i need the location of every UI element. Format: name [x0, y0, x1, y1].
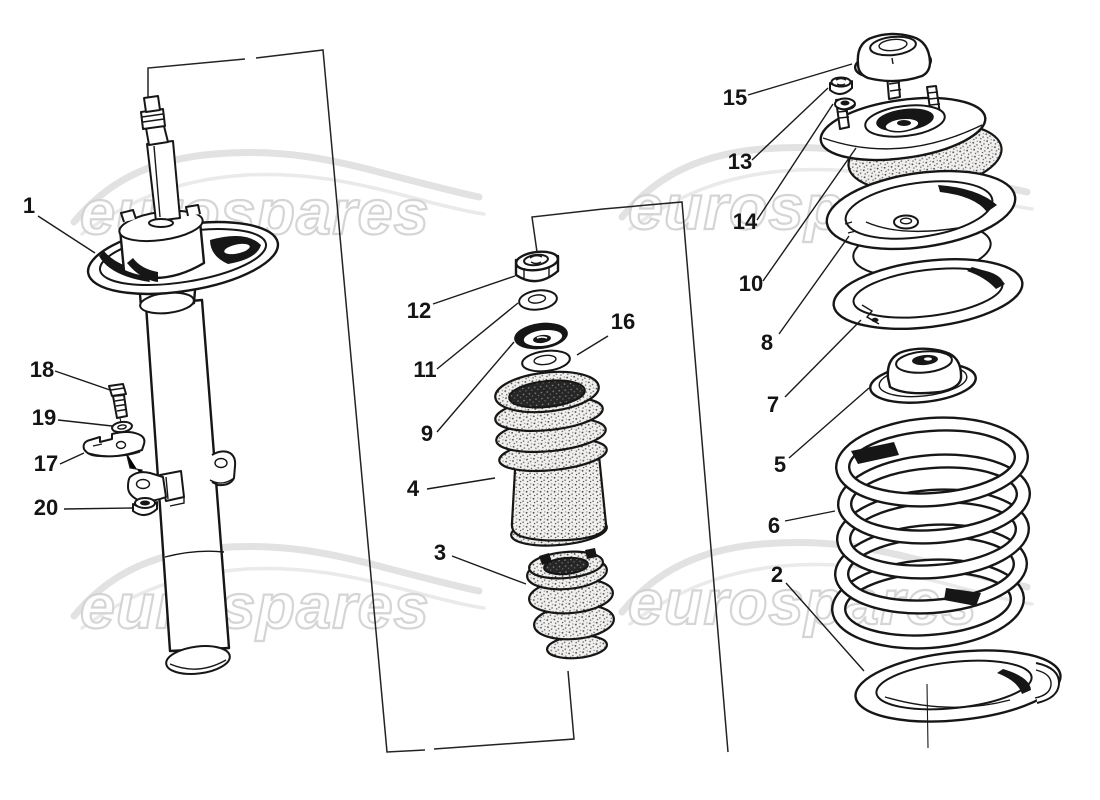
part-label-16: 16 [611, 309, 635, 334]
watermark-text: eurospares [80, 178, 430, 248]
part-label-15: 15 [723, 85, 747, 110]
right-stack-drawing [819, 32, 1062, 749]
part-labels: 1 18 19 17 20 12 11 9 16 4 3 15 13 14 10… [23, 85, 786, 587]
clamp-hardware-drawing [82, 383, 237, 516]
coil-spring-6 [831, 416, 1031, 650]
nut-20 [132, 497, 158, 516]
watermark-text: eurospares [80, 572, 430, 642]
strut-ear-tab [209, 450, 237, 487]
part-label-6: 6 [768, 513, 780, 538]
spring-cup-5 [869, 347, 977, 404]
part-label-18: 18 [30, 357, 54, 382]
part-label-19: 19 [32, 405, 56, 430]
lock-nut-12 [514, 250, 560, 283]
gasket-ring-7 [832, 258, 1024, 330]
part-label-13: 13 [728, 149, 752, 174]
leader-lines [37, 63, 870, 672]
part-label-1: 1 [23, 193, 35, 218]
assembly-frame-lines [147, 49, 729, 753]
bump-stop-3 [526, 548, 615, 660]
dust-boot-4 [494, 370, 608, 547]
middle-stack-drawing [494, 250, 615, 660]
part-label-3: 3 [434, 540, 446, 565]
lower-bracket [127, 470, 185, 507]
part-label-10: 10 [739, 271, 763, 296]
strut-cartridge-drawing [86, 95, 280, 675]
bracket-17 [82, 431, 146, 458]
part-label-8: 8 [761, 330, 773, 355]
part-label-2: 2 [771, 562, 783, 587]
washer-16 [521, 349, 571, 373]
lower-spring-seat-2 [854, 649, 1062, 749]
part-label-5: 5 [774, 452, 786, 477]
part-label-4: 4 [407, 476, 420, 501]
watermark-bottom-right: eurospares [618, 538, 1034, 639]
washer-14 [834, 97, 856, 111]
cup-seal-9 [514, 322, 568, 350]
watermark-top-left: eurospares [70, 148, 486, 249]
nut-13 [829, 76, 853, 95]
part-label-17: 17 [34, 451, 58, 476]
part-label-12: 12 [407, 298, 431, 323]
bolt-18 [108, 383, 128, 419]
part-label-11: 11 [413, 357, 436, 382]
part-label-14: 14 [733, 209, 758, 234]
washer-19 [111, 420, 133, 434]
washer-11 [518, 289, 558, 311]
watermark-bottom-left: eurospares [70, 542, 486, 643]
part-label-9: 9 [421, 421, 433, 446]
part-label-20: 20 [34, 495, 58, 520]
cap-15 [853, 32, 933, 83]
part-label-7: 7 [767, 392, 779, 417]
